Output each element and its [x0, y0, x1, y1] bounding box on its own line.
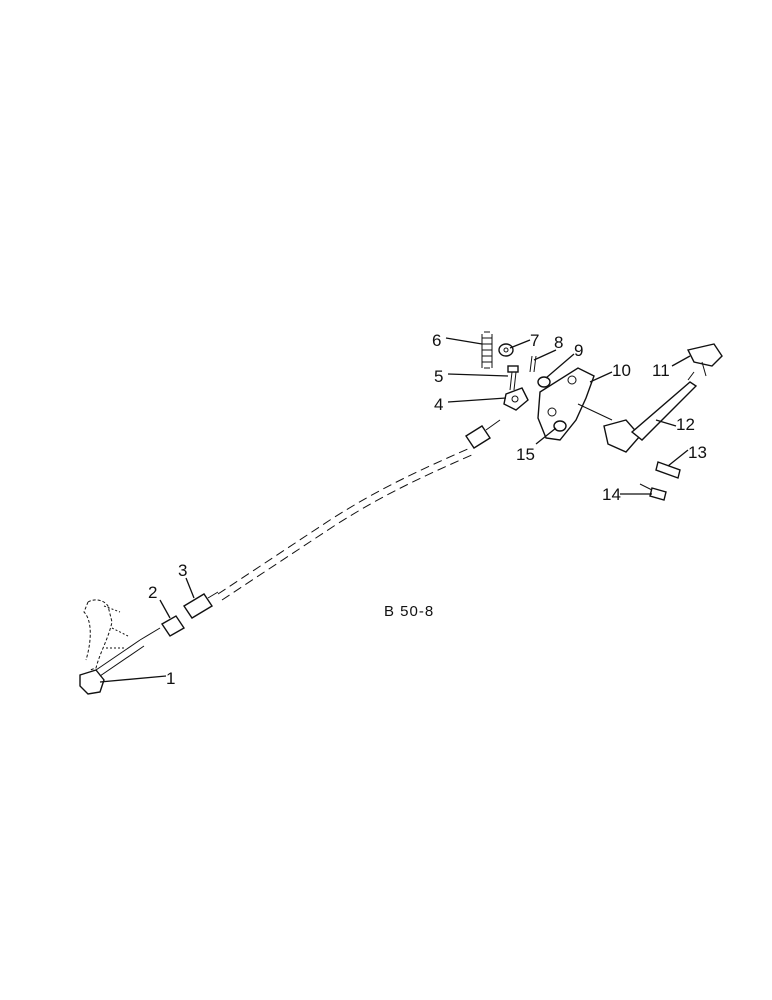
callout-1: 1 [166, 669, 175, 688]
callout-12: 12 [676, 415, 695, 434]
callout-labels: 1 2 3 4 5 6 7 8 9 10 11 12 13 14 15 [148, 331, 707, 688]
callout-10: 10 [612, 361, 631, 380]
lower-bracket [83, 599, 129, 671]
callout-5: 5 [434, 367, 443, 386]
part-9-washer [537, 376, 551, 388]
part-13-pin [655, 461, 681, 479]
callout-13: 13 [688, 443, 707, 462]
part-4-clevis [503, 387, 529, 411]
callout-6: 6 [432, 331, 441, 350]
control-cable [217, 447, 475, 601]
part-10-bracket [537, 367, 613, 441]
part-15-nut [553, 420, 567, 432]
part-6-spring [481, 331, 493, 369]
callout-15: 15 [516, 445, 535, 464]
cable-end-fitting [465, 419, 501, 449]
callout-9: 9 [574, 341, 583, 360]
callout-11: 11 [652, 361, 670, 380]
part-11-pedal-pad [686, 343, 723, 377]
callout-8: 8 [554, 333, 563, 352]
part-3-sleeve [183, 591, 219, 619]
figure-caption: B 50-8 [384, 603, 434, 620]
part-7-washer [498, 343, 514, 357]
callout-4: 4 [434, 395, 443, 414]
part-8-pin [529, 355, 537, 373]
callout-3: 3 [178, 561, 187, 580]
part-12-pedal-arm [603, 371, 698, 453]
part-2-nut [161, 615, 185, 637]
callout-7: 7 [530, 331, 539, 350]
part-1-lever [79, 627, 161, 695]
part-14-bolt [639, 483, 667, 501]
part-5-bolt [507, 365, 519, 391]
leader-lines [99, 337, 691, 683]
callout-14: 14 [602, 485, 621, 504]
callout-2: 2 [148, 583, 157, 602]
